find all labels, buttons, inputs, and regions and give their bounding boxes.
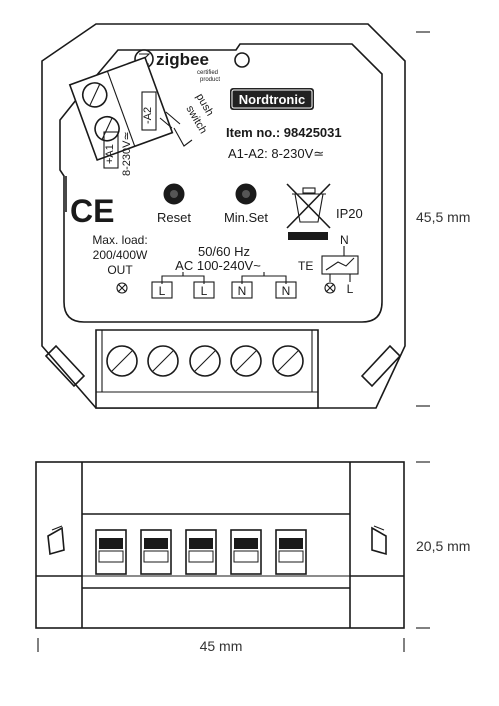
terminal-slot [140,529,172,575]
n-label: N [340,233,349,247]
item-number: Item no.: 98425031 [226,125,342,140]
max-load-line2: 200/400W [93,248,148,262]
height-side-dimension: 20,5 mm [416,538,470,554]
inner-panel [59,43,383,323]
terminal-n-2: N [282,284,291,298]
te-label: TE [298,259,313,273]
height-top-dimension: 45,5 mm [416,209,470,225]
brand-name: Nordtronic [239,92,305,107]
thermal-sensor-icon [321,255,359,275]
weee-bin-icon [286,183,331,240]
l-label: L [347,282,354,296]
control-terminal-block [68,56,174,162]
supply-bus-lines [161,272,287,284]
push-switch-icon [159,111,193,147]
dimensions: 45,5 mm 20,5 mm 45 mm [37,31,470,654]
ip-rating: IP20 [336,206,363,221]
terminal-minus-a2: -A2 [142,107,154,124]
max-load-line1: Max. load: [92,233,147,247]
supply-voltage: AC 100-240V~ [175,258,261,273]
terminal-slot [275,529,307,575]
top-view: zigbee certified product Nordtronic Item… [41,23,406,409]
terminal-voltage: 8-230V≃ [121,131,133,176]
a1a2-rating: A1-A2: 8-230V≃ [228,146,324,161]
width-dimension: 45 mm [200,638,243,654]
terminal-slot [95,529,127,575]
side-view [35,461,405,629]
side-latch-left-icon [47,525,65,556]
corner-latch-right [360,344,402,388]
min-set-label: Min.Set [224,210,268,225]
out-label: OUT [107,263,133,277]
terminal-l-1: L [159,284,166,298]
terminal-plus-a1: +A1 [104,144,116,164]
supply-frequency: 50/60 Hz [198,244,250,259]
terminal-slot [185,529,217,575]
brand-plate [230,88,314,110]
main-terminal-screws [106,345,304,377]
terminal-slot [230,529,262,575]
terminal-n-1: N [238,284,247,298]
te-terminal-icon [324,282,336,294]
corner-latch-left [44,344,86,388]
side-outline [35,461,405,629]
terminal-l-2: L [201,284,208,298]
out-terminal-icon [116,282,128,294]
led-indicator [234,52,250,68]
zigbee-name: zigbee [156,50,209,69]
housing-outline [41,23,406,409]
terminal-label-row: L L N N [151,281,297,299]
side-latch-right-icon [371,525,387,556]
zigbee-product: product [200,77,220,83]
reset-label: Reset [157,210,191,225]
side-terminal-slots [95,529,307,575]
ce-mark: CE [70,193,114,229]
zigbee-certified: certified [197,70,218,76]
